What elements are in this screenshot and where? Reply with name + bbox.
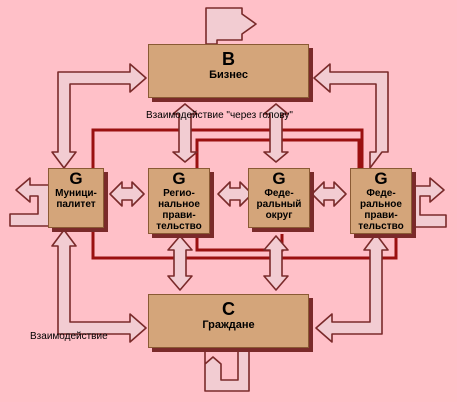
- federal-government-node: G Феде- ральное прави- тельство: [350, 168, 412, 234]
- business-regional-arrow: [172, 103, 198, 163]
- business-name: Бизнес: [209, 69, 248, 81]
- federal-district-federal-government-arrow: [311, 181, 347, 207]
- federal-government-code: G: [374, 169, 388, 188]
- caption-over-the-head: Взаимодействие "через голову": [146, 110, 293, 121]
- arrow-group: [9, 7, 447, 392]
- regional-federal-district-arrow: [217, 181, 253, 207]
- federal-government-name: Феде- ральное прави- тельство: [358, 188, 404, 232]
- regional-citizens-arrow: [167, 235, 193, 291]
- regional-government-name: Регио- нальное прави- тельство: [156, 188, 202, 232]
- federal-district-code: G: [272, 169, 286, 188]
- municipality-business-arrow: [51, 63, 147, 169]
- municipality-node: G Муници- палитет: [48, 168, 104, 228]
- federal-government-citizens-arrow: [315, 233, 389, 343]
- business-code: B: [222, 49, 235, 69]
- citizens-name: Граждане: [202, 319, 255, 331]
- municipality-regional-arrow: [109, 181, 145, 207]
- federal-district-citizens-arrow: [263, 235, 289, 291]
- wire-bottom-outer: [91, 228, 398, 260]
- municipality-name: Муници- палитет: [55, 188, 97, 210]
- citizens-self-loop-arrow: [204, 344, 250, 392]
- business-node: B Бизнес: [148, 44, 309, 98]
- municipality-citizens-arrow: [51, 229, 147, 343]
- federal-government-self-loop-arrow: [411, 177, 447, 228]
- municipality-code: G: [69, 169, 83, 188]
- municipality-self-loop-arrow: [9, 177, 50, 227]
- federal-district-node: G Феде- ральный округ: [248, 168, 310, 228]
- citizens-code: C: [222, 299, 235, 319]
- federal-district-name: Феде- ральный округ: [256, 188, 302, 221]
- wire-top-outer: [91, 128, 364, 172]
- citizens-node: C Граждане: [148, 294, 309, 348]
- business-self-loop-arrow: [205, 7, 257, 45]
- regional-government-code: G: [172, 169, 186, 188]
- caption-interaction: Взаимодействие: [30, 331, 108, 342]
- regional-government-node: G Регио- нальное прави- тельство: [148, 168, 210, 234]
- federal-government-business-arrow: [313, 63, 389, 169]
- business-federal-district-arrow: [263, 103, 289, 163]
